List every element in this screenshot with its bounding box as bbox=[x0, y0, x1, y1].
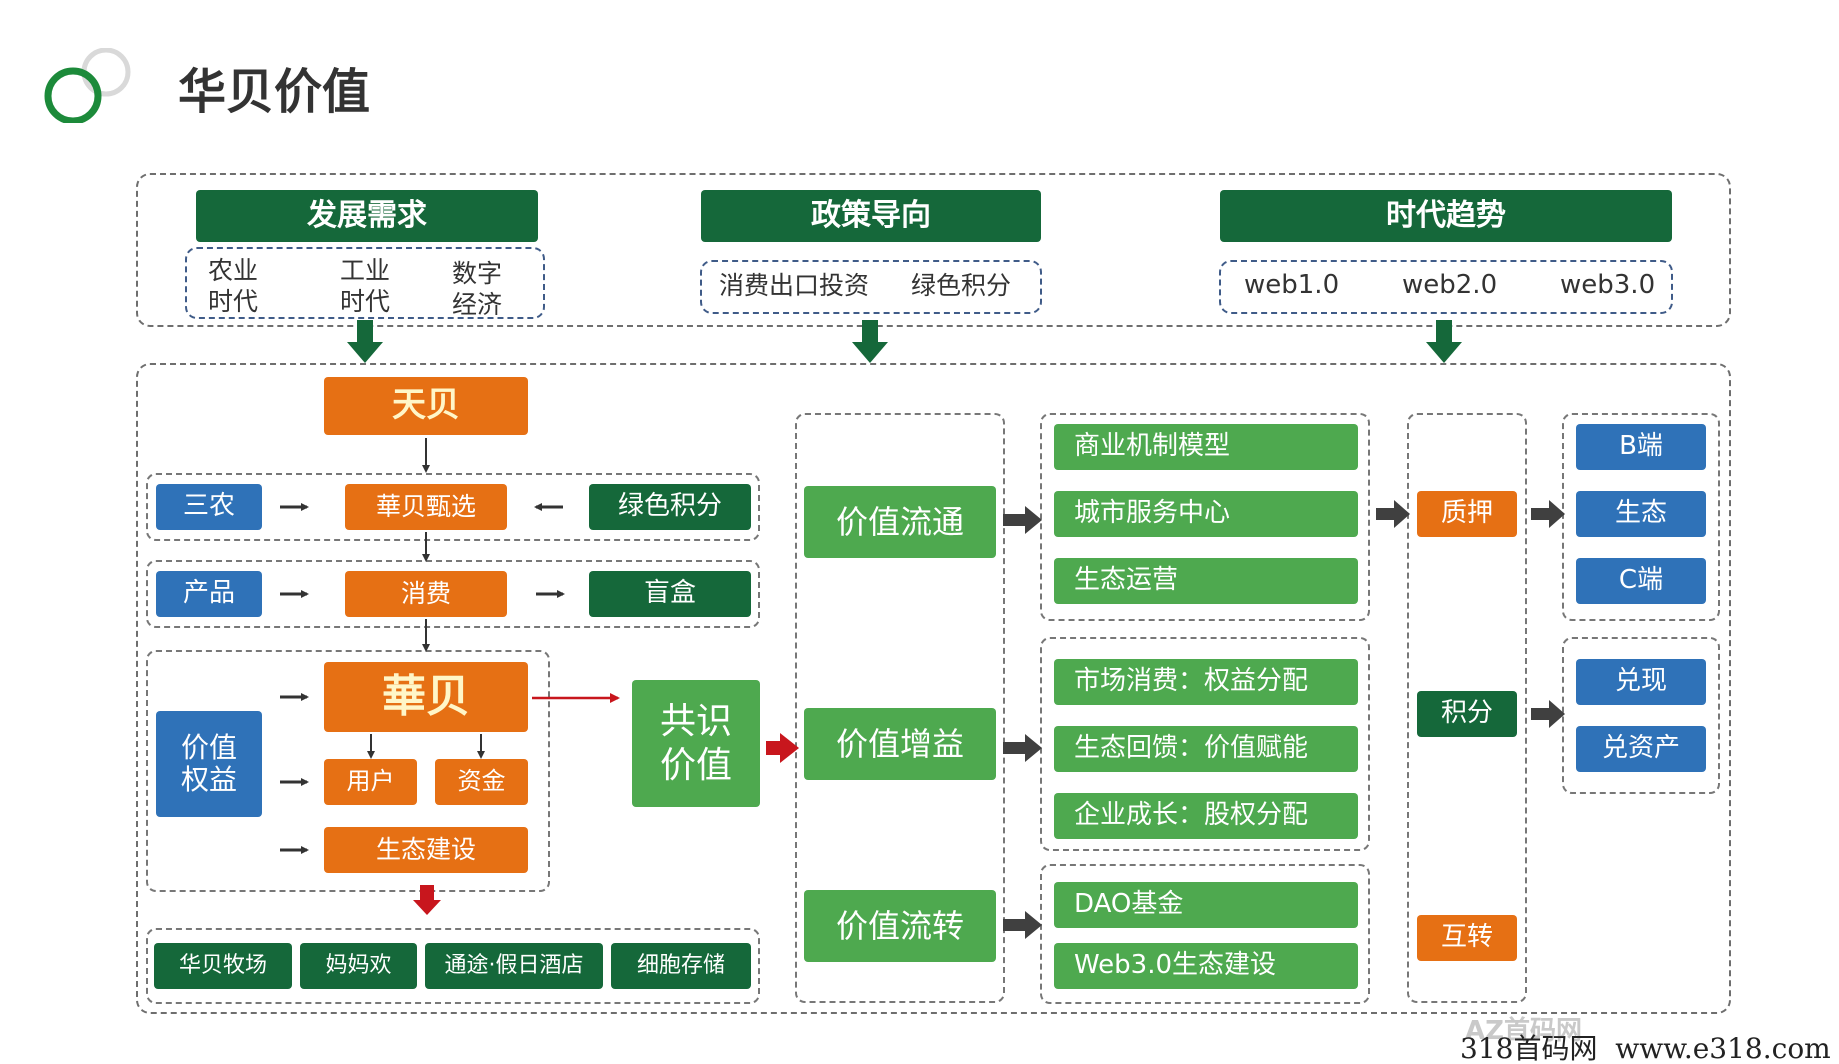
value-column bbox=[795, 413, 1005, 1003]
watermark-top: AZ首码网 bbox=[1465, 1016, 1582, 1046]
top-section bbox=[136, 173, 1731, 327]
arrow-transfer-mechanism bbox=[1003, 911, 1042, 939]
brand-ranch: 华贝牧场 bbox=[154, 943, 292, 989]
policy-items bbox=[700, 260, 1042, 314]
brands-container bbox=[146, 928, 760, 1004]
arrow-points-targets bbox=[1531, 700, 1565, 728]
row1-container bbox=[146, 473, 760, 541]
header-policy: 政策导向 bbox=[701, 190, 1041, 242]
target-b-end: B端 bbox=[1576, 424, 1706, 470]
target-redeem: 兑现 bbox=[1576, 659, 1706, 705]
huabei-box: 華贝 bbox=[324, 662, 528, 732]
header-trend: 时代趋势 bbox=[1220, 190, 1672, 242]
target-group-1 bbox=[1562, 413, 1720, 621]
item-consumption: 消费出口投资 bbox=[719, 271, 870, 300]
item-industry: 工业 时代 bbox=[340, 256, 391, 317]
funds-box: 资金 bbox=[435, 759, 528, 805]
brand-cell-storage: 细胞存储 bbox=[611, 943, 751, 989]
development-items bbox=[185, 247, 545, 319]
value-transfer-box: 价值流转 bbox=[804, 890, 996, 962]
action-column bbox=[1407, 413, 1527, 1003]
mechanism-eco-feedback: 生态回馈：价值赋能 bbox=[1054, 726, 1358, 772]
mechanism-dao-fund: DAO基金 bbox=[1054, 882, 1358, 928]
mechanism-group-1 bbox=[1040, 413, 1370, 621]
sannong-box: 三农 bbox=[156, 484, 262, 530]
mechanism-city-service: 城市服务中心 bbox=[1054, 491, 1358, 537]
value-increment-box: 价值增益 bbox=[804, 708, 996, 780]
item-green-points: 绿色积分 bbox=[911, 271, 1012, 300]
page-title: 华贝价值 bbox=[178, 64, 371, 120]
item-web2: web2.0 bbox=[1402, 270, 1498, 300]
target-c-end: C端 bbox=[1576, 558, 1706, 604]
consensus-value-box: 共识 价值 bbox=[632, 680, 760, 807]
consumption-box: 消费 bbox=[345, 571, 507, 617]
arrow-eco-brands bbox=[413, 885, 441, 915]
mechanism-market-consumption: 市场消费：权益分配 bbox=[1054, 659, 1358, 705]
huabei-select-box: 華贝甄选 bbox=[345, 484, 507, 530]
main-section bbox=[136, 363, 1731, 1014]
target-redeem-assets: 兑资产 bbox=[1576, 726, 1706, 772]
green-points-box: 绿色积分 bbox=[589, 484, 751, 530]
item-web3: web3.0 bbox=[1560, 270, 1656, 300]
item-web1: web1.0 bbox=[1244, 270, 1340, 300]
target-ecology: 生态 bbox=[1576, 491, 1706, 537]
mechanism-group-2 bbox=[1040, 637, 1370, 851]
mechanism-eco-operation: 生态运营 bbox=[1054, 558, 1358, 604]
user-box: 用户 bbox=[324, 759, 417, 805]
arrow-circulation-mechanism bbox=[1003, 506, 1042, 534]
rights-box: 价值 权益 bbox=[156, 711, 262, 817]
brand-mamahuan: 妈妈欢 bbox=[300, 943, 417, 989]
down-arrow-development bbox=[347, 320, 383, 363]
title-logo-icon bbox=[40, 47, 135, 125]
brand-hotel: 通途·假日酒店 bbox=[425, 943, 603, 989]
mechanism-web3-eco: Web3.0生态建设 bbox=[1054, 943, 1358, 989]
product-box: 产品 bbox=[156, 571, 262, 617]
down-arrow-trend bbox=[1426, 320, 1462, 363]
tianbei-box: 天贝 bbox=[324, 377, 528, 435]
trend-items bbox=[1219, 260, 1673, 314]
value-circulation-box: 价值流通 bbox=[804, 486, 996, 558]
mechanism-enterprise-growth: 企业成长：股权分配 bbox=[1054, 793, 1358, 839]
row2-container bbox=[146, 560, 760, 628]
arrow-increment-mechanism bbox=[1003, 734, 1042, 762]
arrow-mechanism-pledge bbox=[1376, 500, 1410, 528]
points-box: 积分 bbox=[1417, 691, 1517, 737]
watermark-bottom: 318首码网 www.e318.com bbox=[1460, 1032, 1831, 1064]
pledge-box: 质押 bbox=[1417, 491, 1517, 537]
eco-build-box: 生态建设 bbox=[324, 827, 528, 873]
item-digital: 数字 经济 bbox=[452, 259, 503, 320]
mechanism-business-model: 商业机制模型 bbox=[1054, 424, 1358, 470]
header-development: 发展需求 bbox=[196, 190, 538, 242]
down-arrow-policy bbox=[852, 320, 888, 363]
huabei-container bbox=[146, 650, 550, 892]
item-agriculture: 农业 时代 bbox=[208, 256, 259, 317]
mutual-transfer-box: 互转 bbox=[1417, 915, 1517, 961]
blindbox-box: 盲盒 bbox=[589, 571, 751, 617]
arrow-pledge-targets bbox=[1531, 500, 1565, 528]
arrow-consensus-value bbox=[766, 733, 799, 763]
mechanism-group-3 bbox=[1040, 864, 1370, 1004]
